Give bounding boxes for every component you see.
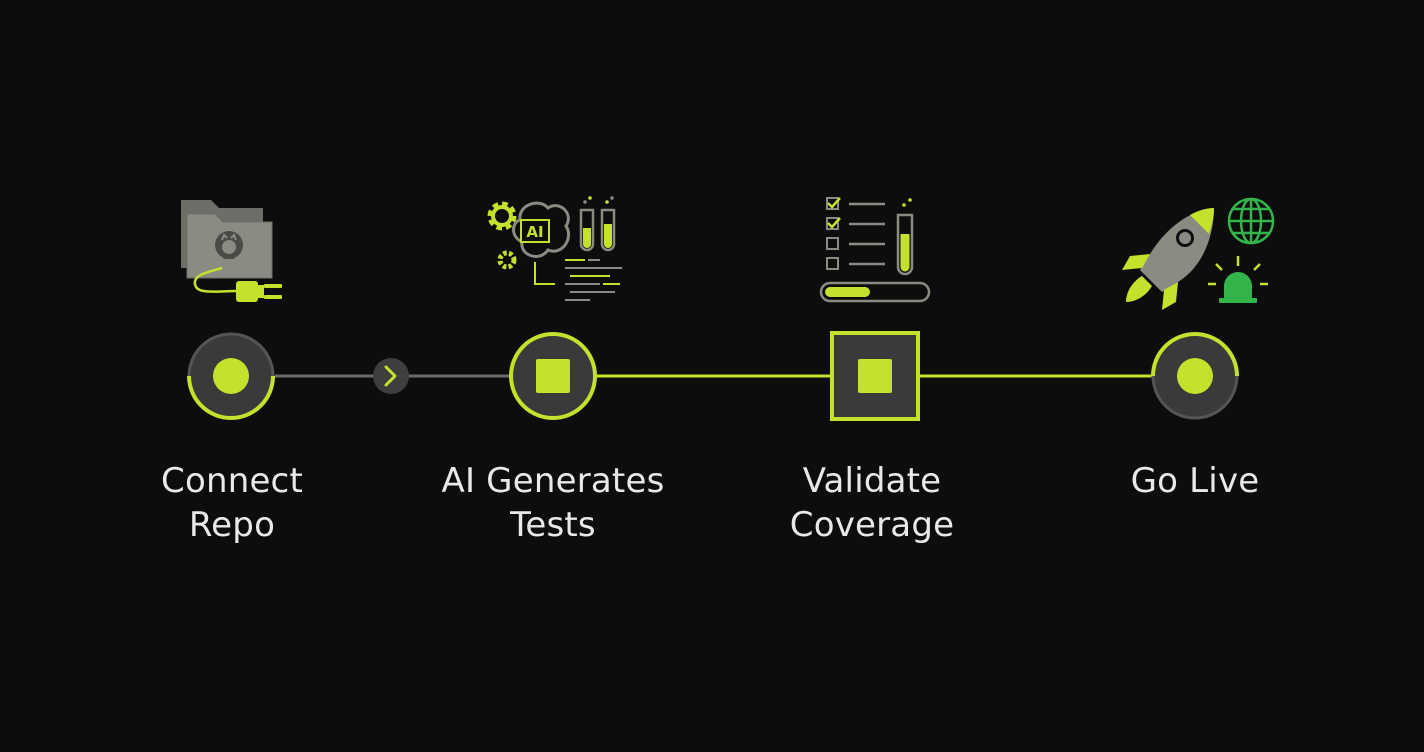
ai-chip-label: AI — [526, 223, 543, 241]
step-label-line1: AI Generates — [441, 461, 665, 501]
rocket-globe-alarm-icon — [1122, 197, 1275, 310]
step-label-validate-coverage: Validate Coverage — [722, 459, 1022, 547]
github-icon — [215, 231, 243, 259]
code-lines — [565, 259, 622, 301]
step-label-line1: Go Live — [1130, 461, 1260, 501]
checklist-icon — [826, 197, 885, 270]
step-label-line1: Validate — [802, 461, 942, 501]
node-ai-generates-tests — [509, 332, 597, 420]
step-label-go-live: Go Live — [1045, 459, 1345, 503]
node-validate-coverage — [830, 331, 920, 421]
brain-icon: AI — [512, 201, 571, 258]
ai-brain-test-tubes-icon: AI — [487, 196, 622, 301]
step-label-ai-generates-tests: AI Generates Tests — [403, 459, 703, 547]
test-tube-icon — [579, 196, 616, 252]
checklist-progress-icon — [819, 197, 931, 303]
node-connect-repo — [187, 332, 275, 420]
test-tube-icon — [896, 198, 914, 276]
rocket-icon — [1122, 208, 1214, 310]
plug-icon — [236, 281, 282, 302]
step-label-line2: Tests — [510, 505, 596, 545]
globe-icon — [1227, 197, 1275, 245]
alarm-light-icon — [1208, 256, 1268, 303]
progress-bar — [819, 281, 931, 303]
chevron-right-icon — [373, 358, 409, 394]
step-label-connect-repo: Connect Repo — [82, 459, 382, 547]
gear-icon — [487, 201, 517, 270]
node-go-live — [1151, 332, 1239, 420]
step-label-line1: Connect — [161, 461, 303, 501]
step-label-line2: Repo — [188, 505, 276, 545]
step-label-line2: Coverage — [789, 505, 955, 545]
folder-github-plug-icon — [181, 200, 282, 302]
